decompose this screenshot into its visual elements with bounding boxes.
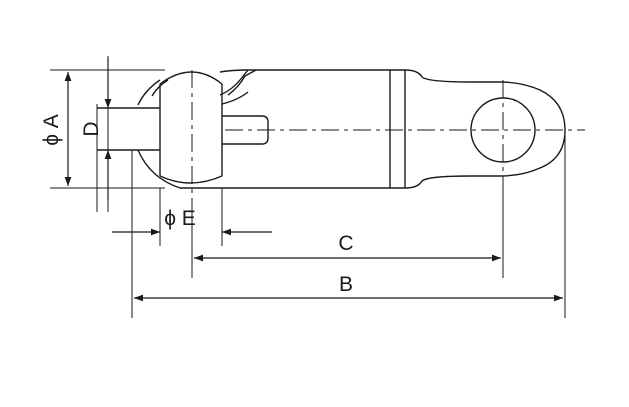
- dim-c-label: C: [338, 232, 353, 255]
- dim-d-label: D: [80, 121, 103, 136]
- clevis-head: [137, 69, 257, 189]
- centerlines: [191, 70, 585, 210]
- dim-b-label: B: [339, 273, 353, 296]
- pin: [97, 71, 269, 184]
- link-body: [180, 69, 566, 189]
- extension-lines: [50, 56, 566, 318]
- dim-a-label: ϕ A: [40, 114, 63, 146]
- dimension-lines: [64, 58, 563, 302]
- dim-e-label: ϕ E: [164, 207, 196, 230]
